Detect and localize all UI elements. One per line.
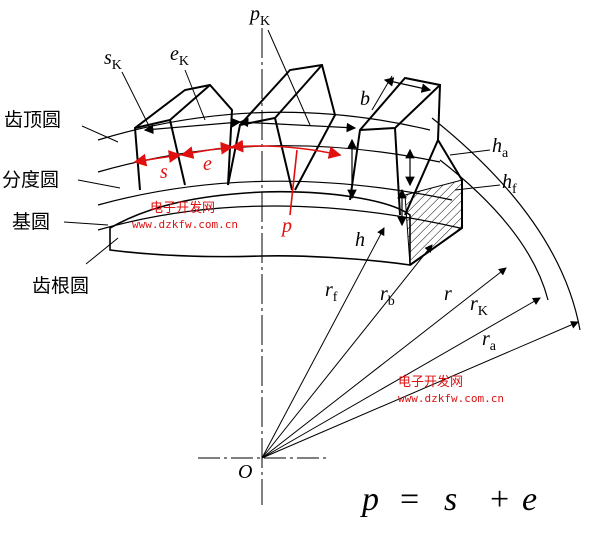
b-label: b: [360, 88, 370, 110]
ha-label: ha: [492, 135, 509, 161]
e-label: e: [203, 153, 212, 175]
pk-label: pK: [248, 3, 270, 29]
p-label: p: [280, 215, 292, 237]
formula-eq: =: [400, 481, 419, 518]
tooth-3-face: [394, 127, 401, 216]
r-line: [261, 267, 507, 459]
rk-line: [261, 297, 541, 459]
outer-arc-ra: [431, 117, 581, 331]
ra-label: ra: [482, 328, 497, 354]
rf-label: rf: [325, 279, 338, 305]
watermark-url-1: www.dzkfw.com.cn: [132, 218, 238, 231]
sk-arrow: [143, 117, 242, 135]
p-leader: [289, 149, 298, 216]
tip-circle-label: 齿顶圆: [4, 109, 61, 131]
rf-line: [261, 227, 385, 459]
s-arrow: [133, 150, 182, 167]
formula-p: p: [360, 481, 379, 518]
tip-circle-arc: [97, 111, 431, 141]
formula-e: e: [522, 481, 537, 518]
hatched-section: [404, 179, 463, 266]
formula-s: s: [444, 481, 457, 518]
watermark-cn-2: 电子开发网: [398, 374, 463, 390]
rb-line: [261, 244, 433, 459]
r-label: r: [444, 283, 452, 305]
rk-label: rK: [470, 293, 488, 319]
origin-label: O: [238, 461, 252, 483]
sk-label: sK: [104, 47, 122, 73]
tooth-2: [227, 63, 337, 191]
formula-plus: +: [490, 481, 509, 518]
tooth-2-face: [274, 117, 293, 191]
pitch-circle-label: 分度圆: [2, 169, 59, 191]
tooth-1-face: [169, 119, 186, 186]
tooth-3-top: [359, 84, 441, 131]
watermark-cn-1: 电子开发网: [150, 200, 215, 216]
radius-lines: [261, 227, 579, 459]
pitch-arrows: [133, 139, 342, 216]
p-arrow: [230, 139, 342, 159]
ek-label: eK: [170, 43, 189, 69]
e-arrow: [180, 141, 234, 159]
s-label: s: [160, 161, 168, 183]
formula: p = s + e: [360, 481, 537, 518]
rb-label: rb: [380, 283, 395, 309]
h-label: h: [355, 229, 365, 251]
center-lines: [198, 28, 330, 505]
pk-arrow: [238, 117, 357, 133]
ra-line: [261, 321, 579, 459]
dimension-arrows: [143, 77, 432, 227]
hf-label: hf: [502, 171, 517, 197]
base-circle-label: 基圆: [12, 211, 50, 233]
tooth-2-top: [239, 64, 323, 126]
b-arrow: [383, 77, 432, 93]
root-circle-label: 齿根圆: [32, 275, 89, 297]
watermark-url-2: www.dzkfw.com.cn: [398, 392, 504, 405]
